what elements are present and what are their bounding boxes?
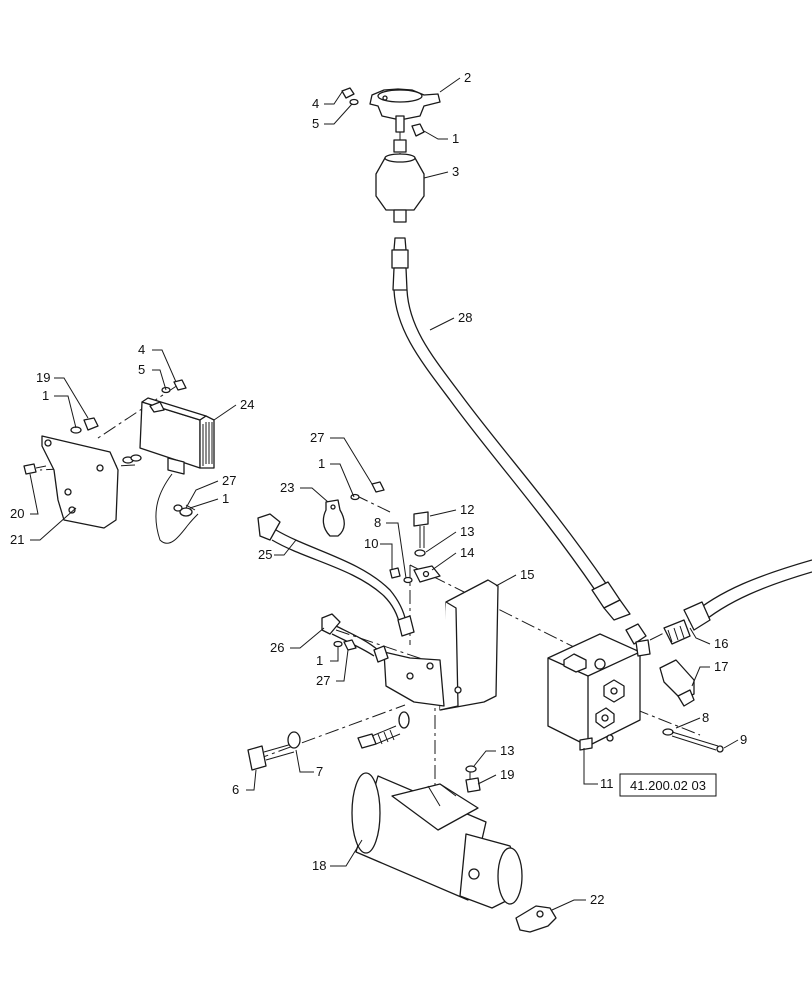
- screw-left: [23, 463, 47, 475]
- callout-12: 12: [460, 502, 474, 517]
- hex-bolt-6: [247, 743, 295, 771]
- callout-5: 5: [138, 362, 145, 377]
- callout-5: 5: [312, 116, 319, 131]
- callout-1: 1: [222, 491, 229, 506]
- washer-mid: [122, 454, 142, 464]
- lockwasher-13b: [465, 765, 477, 773]
- callout-labels: 2 4 5 1 3 28 4 5 19 1 24 27 1 20 21 27 1…: [10, 70, 747, 907]
- callout-1: 1: [452, 131, 459, 146]
- bolt-12: [413, 511, 429, 548]
- callout-4: 4: [312, 96, 319, 111]
- callout-27: 27: [316, 673, 330, 688]
- callout-1: 1: [318, 456, 325, 471]
- reference-label: 41.200.02 03: [630, 778, 706, 793]
- callout-26: 26: [270, 640, 284, 655]
- nut-10: [389, 567, 401, 579]
- callout-24: 24: [240, 397, 254, 412]
- nut-19b: [465, 777, 481, 793]
- pressure-switch: [659, 659, 695, 707]
- hex-bolt-top: [341, 87, 355, 99]
- callout-11: 11: [600, 776, 614, 791]
- roll-pin: [662, 728, 724, 753]
- callout-13: 13: [460, 524, 474, 539]
- callout-23: 23: [280, 480, 294, 495]
- callout-8: 8: [702, 710, 709, 725]
- mounting-plate: [41, 435, 119, 529]
- callout-15: 15: [520, 567, 534, 582]
- callout-2: 2: [464, 70, 471, 85]
- ground-cable: [321, 613, 389, 663]
- nut-top: [411, 123, 425, 137]
- main-bracket: [383, 579, 499, 711]
- threaded-stud: [357, 711, 410, 749]
- callout-19: 19: [500, 767, 514, 782]
- hose-clamp: [369, 88, 441, 133]
- cable-clamp: [322, 499, 345, 537]
- callout-16: 16: [714, 636, 728, 651]
- washer-23: [350, 493, 360, 501]
- callout-4: 4: [138, 342, 145, 357]
- callout-3: 3: [452, 164, 459, 179]
- callout-18: 18: [312, 858, 326, 873]
- callout-13: 13: [500, 743, 514, 758]
- callout-9: 9: [740, 732, 747, 747]
- leader-lines: [29, 77, 739, 911]
- callout-27: 27: [222, 473, 236, 488]
- callout-8: 8: [374, 515, 381, 530]
- callout-21: 21: [10, 532, 24, 547]
- nut-left: [83, 417, 99, 431]
- nut-23: [371, 481, 385, 493]
- tab-washer-14: [413, 565, 441, 583]
- connector-plug: [663, 559, 812, 645]
- ring-terminal: [173, 504, 193, 517]
- callout-6: 6: [232, 782, 239, 797]
- callout-19: 19: [36, 370, 50, 385]
- callout-7: 7: [316, 764, 323, 779]
- lockwasher-13: [414, 549, 426, 557]
- hydraulic-hose: [391, 237, 631, 621]
- callout-1: 1: [42, 388, 49, 403]
- electronic-module: [139, 397, 215, 544]
- callout-27: 27: [310, 430, 324, 445]
- callout-17: 17: [714, 659, 728, 674]
- valve-block: [547, 633, 641, 751]
- callout-20: 20: [10, 506, 24, 521]
- callout-22: 22: [590, 892, 604, 907]
- nut-26: [343, 639, 357, 651]
- nut-upper: [173, 379, 187, 391]
- washer-7: [287, 731, 301, 749]
- callout-25: 25: [258, 547, 272, 562]
- washer-26: [333, 640, 343, 648]
- callout-1: 1: [316, 653, 323, 668]
- reference-box[interactable]: 41.200.02 03: [619, 773, 717, 797]
- washer-8a: [403, 576, 413, 584]
- callout-10: 10: [364, 536, 378, 551]
- accumulator: [375, 139, 425, 223]
- callout-14: 14: [460, 545, 474, 560]
- hose-fitting: [625, 623, 651, 657]
- battery-cable: [257, 513, 415, 637]
- washer-top: [349, 98, 359, 106]
- callout-28: 28: [458, 310, 472, 325]
- latch-handle: [515, 905, 557, 933]
- cylinder-body: [351, 772, 523, 909]
